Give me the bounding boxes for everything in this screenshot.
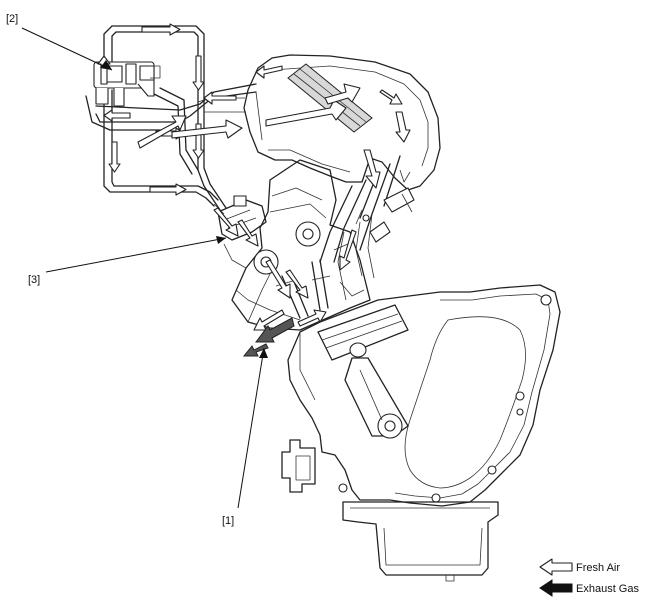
callout-leaders: [21, 27, 268, 509]
exhaust-gas-legend-label: Exhaust Gas: [576, 583, 639, 595]
callout-1: [1]: [222, 515, 234, 527]
fresh-air-legend-arrow: [539, 558, 573, 576]
legend: Fresh Air Exhaust Gas: [539, 558, 639, 597]
fresh-air-flow-arrows: [97, 23, 411, 331]
callout-3: [3]: [28, 274, 40, 286]
engine-block: [287, 284, 561, 507]
exhaust-gas-flow-arrows: [242, 317, 295, 357]
fuel-injector: [355, 169, 415, 243]
oil-pan: [342, 501, 499, 582]
piston-connecting-rod: [317, 304, 409, 439]
exhaust-gas-legend-arrow: [539, 579, 573, 597]
intake-runners: [319, 155, 401, 301]
fresh-air-legend-label: Fresh Air: [576, 562, 620, 574]
callout-2: [2]: [6, 13, 18, 25]
mount-bracket: [281, 439, 316, 493]
